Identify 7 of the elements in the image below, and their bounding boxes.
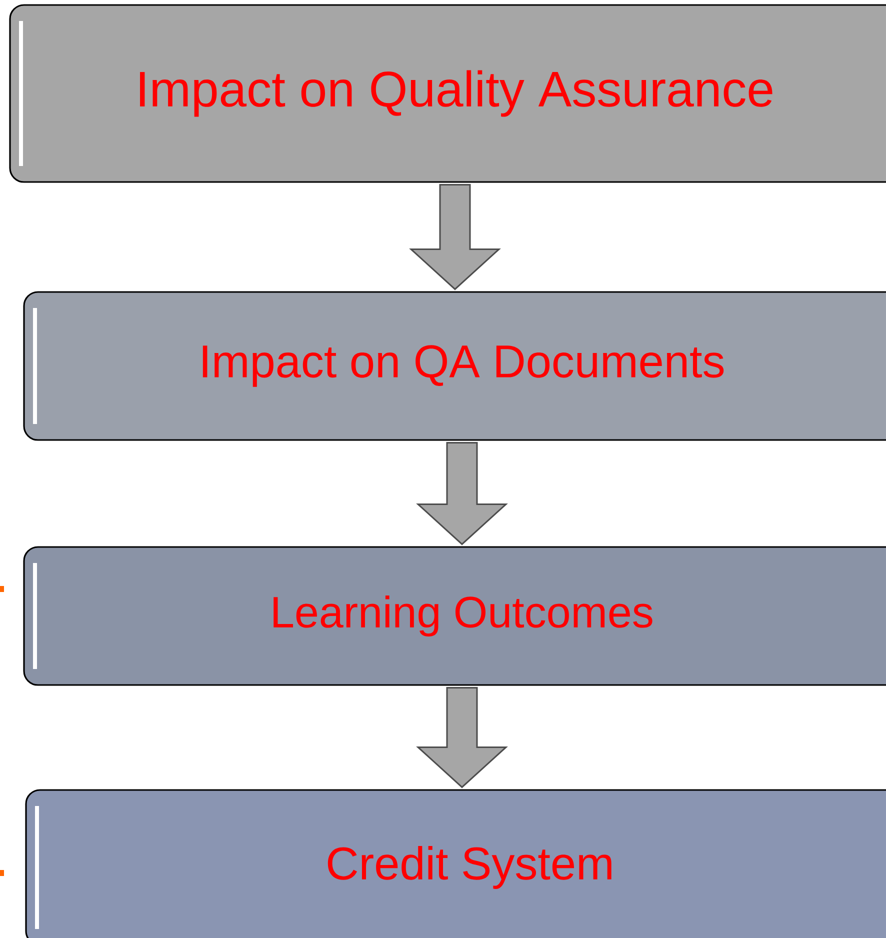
process-box: Impact on QA Documents bbox=[23, 291, 886, 441]
process-box: Credit System bbox=[25, 789, 886, 938]
down-arrow bbox=[416, 442, 508, 546]
down-arrow bbox=[409, 184, 501, 290]
down-arrow bbox=[416, 687, 508, 788]
process-box: Learning Outcomes bbox=[23, 546, 886, 686]
process-box: Impact on Quality Assurance bbox=[9, 4, 886, 183]
